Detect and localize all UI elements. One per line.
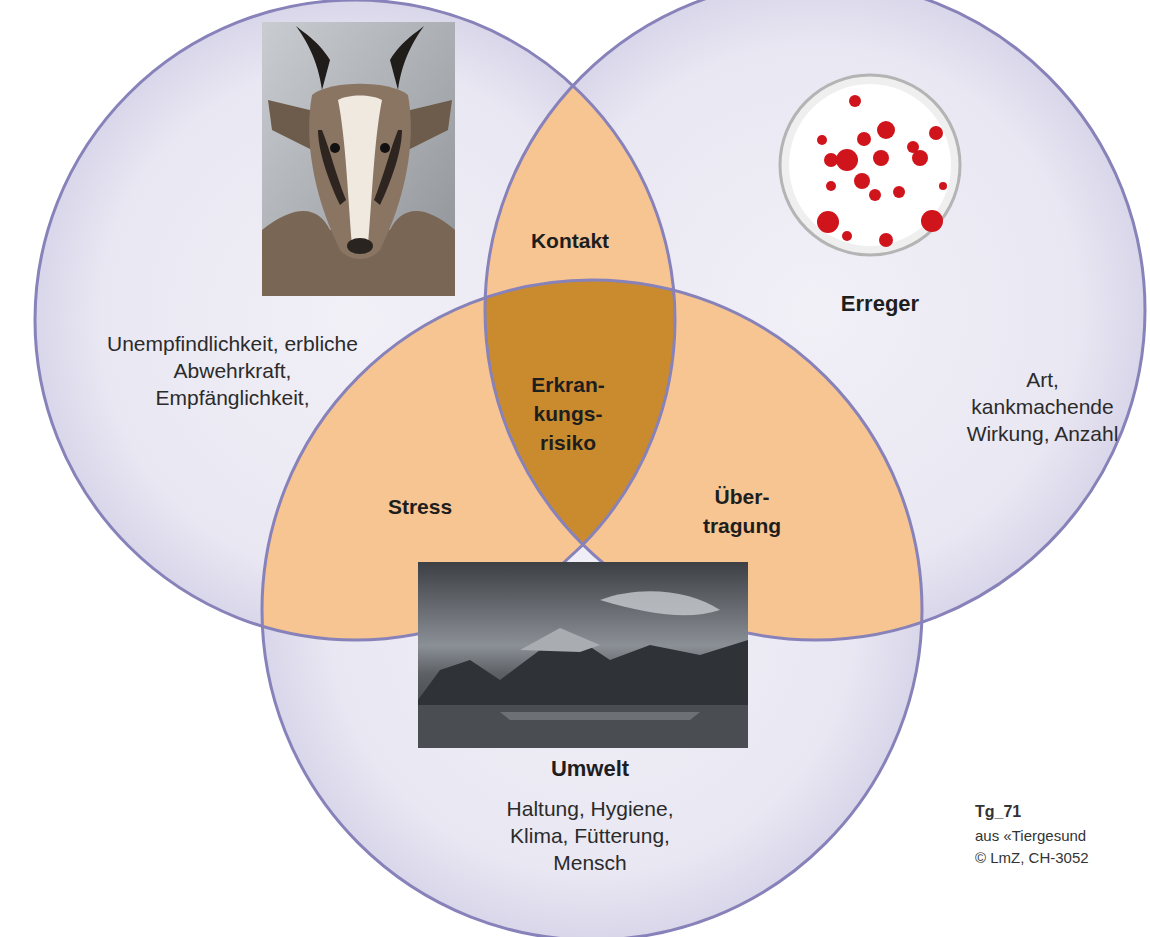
figure-number: Tg_71 [975,802,1021,821]
dot [893,186,905,198]
dot [939,182,947,190]
circle-heading: Erreger [780,290,980,318]
dot [817,135,827,145]
circle-text: Unempfindlichkeit, erbliche Abwehrkraft,… [95,330,370,411]
region-label: Erkran- kungs- risiko [522,370,614,457]
petri-dish [780,75,960,255]
circle-outline [35,0,675,640]
dot [826,181,836,191]
horn [390,26,424,90]
nose [347,238,373,254]
cloud-light [600,591,720,615]
environment-circle-fill [262,280,922,937]
dot [817,211,839,233]
dot [873,150,889,166]
dot [824,153,838,167]
overlap-group [262,280,922,937]
dot [921,210,943,232]
overlap-region: Kontakt [505,226,635,255]
face-mask [318,130,346,205]
dot [912,150,928,166]
overlap-group [262,280,922,937]
eye [330,143,340,153]
source-note: © LmZ, CH-3052 [975,848,1089,867]
photo-ground [262,22,455,296]
horn [296,26,330,90]
overlap-transmission [262,280,922,937]
overlap-group [262,0,1145,937]
dot [836,149,858,171]
pathogen-circle: ErregerArt, kankmachende Wirkung, Anzahl [780,290,1140,447]
dot [869,189,881,201]
circle-text: Art, kankmachende Wirkung, Anzahl [965,366,1120,447]
face-stripe [338,96,382,246]
circle-heading: Umwelt [480,755,700,783]
region-label: Über- tragung [683,482,801,540]
dot [842,231,852,241]
overlap-region: Stress [360,492,480,521]
dot [877,121,895,139]
circle-text: Haltung, Hygiene, Klima, Fütterung, Mens… [495,795,685,876]
snow [520,628,600,652]
eye [380,143,390,153]
dish-rim [780,75,960,255]
sky [418,562,748,748]
center-region: Erkran- kungs- risiko [522,370,614,457]
region-label: Stress [360,492,480,521]
head [309,84,411,259]
source-note: aus «Tiergesund [975,826,1086,845]
circle-outline [485,0,1145,640]
dot [849,95,861,107]
overlap-stress [262,280,922,937]
environment-circle: UmweltHaltung, Hygiene, Klima, Fütterung… [480,755,700,876]
reflection [500,712,700,720]
dot [879,233,893,247]
dot [854,173,870,189]
region-label: Kontakt [505,226,635,255]
lake [418,705,748,748]
circle-outline [262,280,922,937]
face-mask [374,130,402,205]
dot [857,132,871,146]
pathogen-dots [817,95,947,247]
dot [929,126,943,140]
host-circle: Unempfindlichkeit, erbliche Abwehrkraft,… [95,330,370,411]
overlap-region: Über- tragung [683,482,801,540]
dish-inside [789,84,951,246]
chamois-photo [262,22,455,296]
overlap-center [262,280,922,937]
landscape-photo [418,562,748,748]
